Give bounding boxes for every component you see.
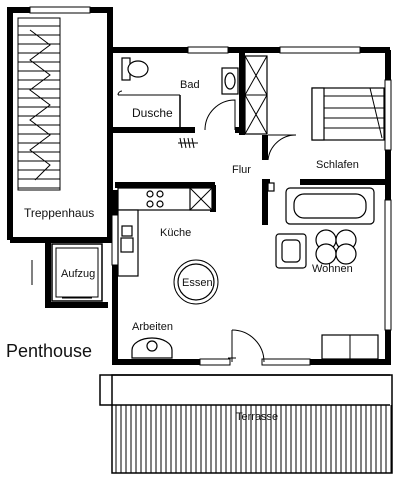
terrace-door	[228, 329, 265, 363]
elevator	[31, 240, 108, 308]
drain-grate	[178, 137, 198, 149]
label-treppenhaus: Treppenhaus	[24, 206, 94, 220]
floor-title: Penthouse	[6, 341, 92, 361]
label-kueche: Küche	[160, 227, 191, 239]
dining-table	[173, 259, 219, 305]
terrace	[99, 374, 393, 474]
label-essen: Essen	[182, 277, 213, 289]
kitchen-fixtures	[117, 187, 213, 277]
label-bad: Bad	[180, 79, 200, 91]
terrace-boards	[115, 405, 392, 473]
work-desk	[131, 337, 173, 359]
label-aufzug: Aufzug	[61, 268, 95, 280]
stair-steps	[18, 25, 60, 189]
label-wohnen: Wohnen	[312, 263, 353, 275]
bath-fixtures	[117, 57, 239, 149]
label-terrasse: Terrasse	[236, 411, 278, 423]
wardrobe	[244, 55, 268, 135]
windows	[111, 46, 392, 366]
label-schlafen: Schlafen	[316, 159, 359, 171]
stairwell	[7, 6, 115, 243]
living-furniture	[275, 187, 379, 360]
bed	[311, 87, 385, 141]
label-flur: Flur	[232, 164, 251, 176]
label-dusche: Dusche	[132, 106, 173, 120]
label-arbeiten: Arbeiten	[132, 321, 173, 333]
